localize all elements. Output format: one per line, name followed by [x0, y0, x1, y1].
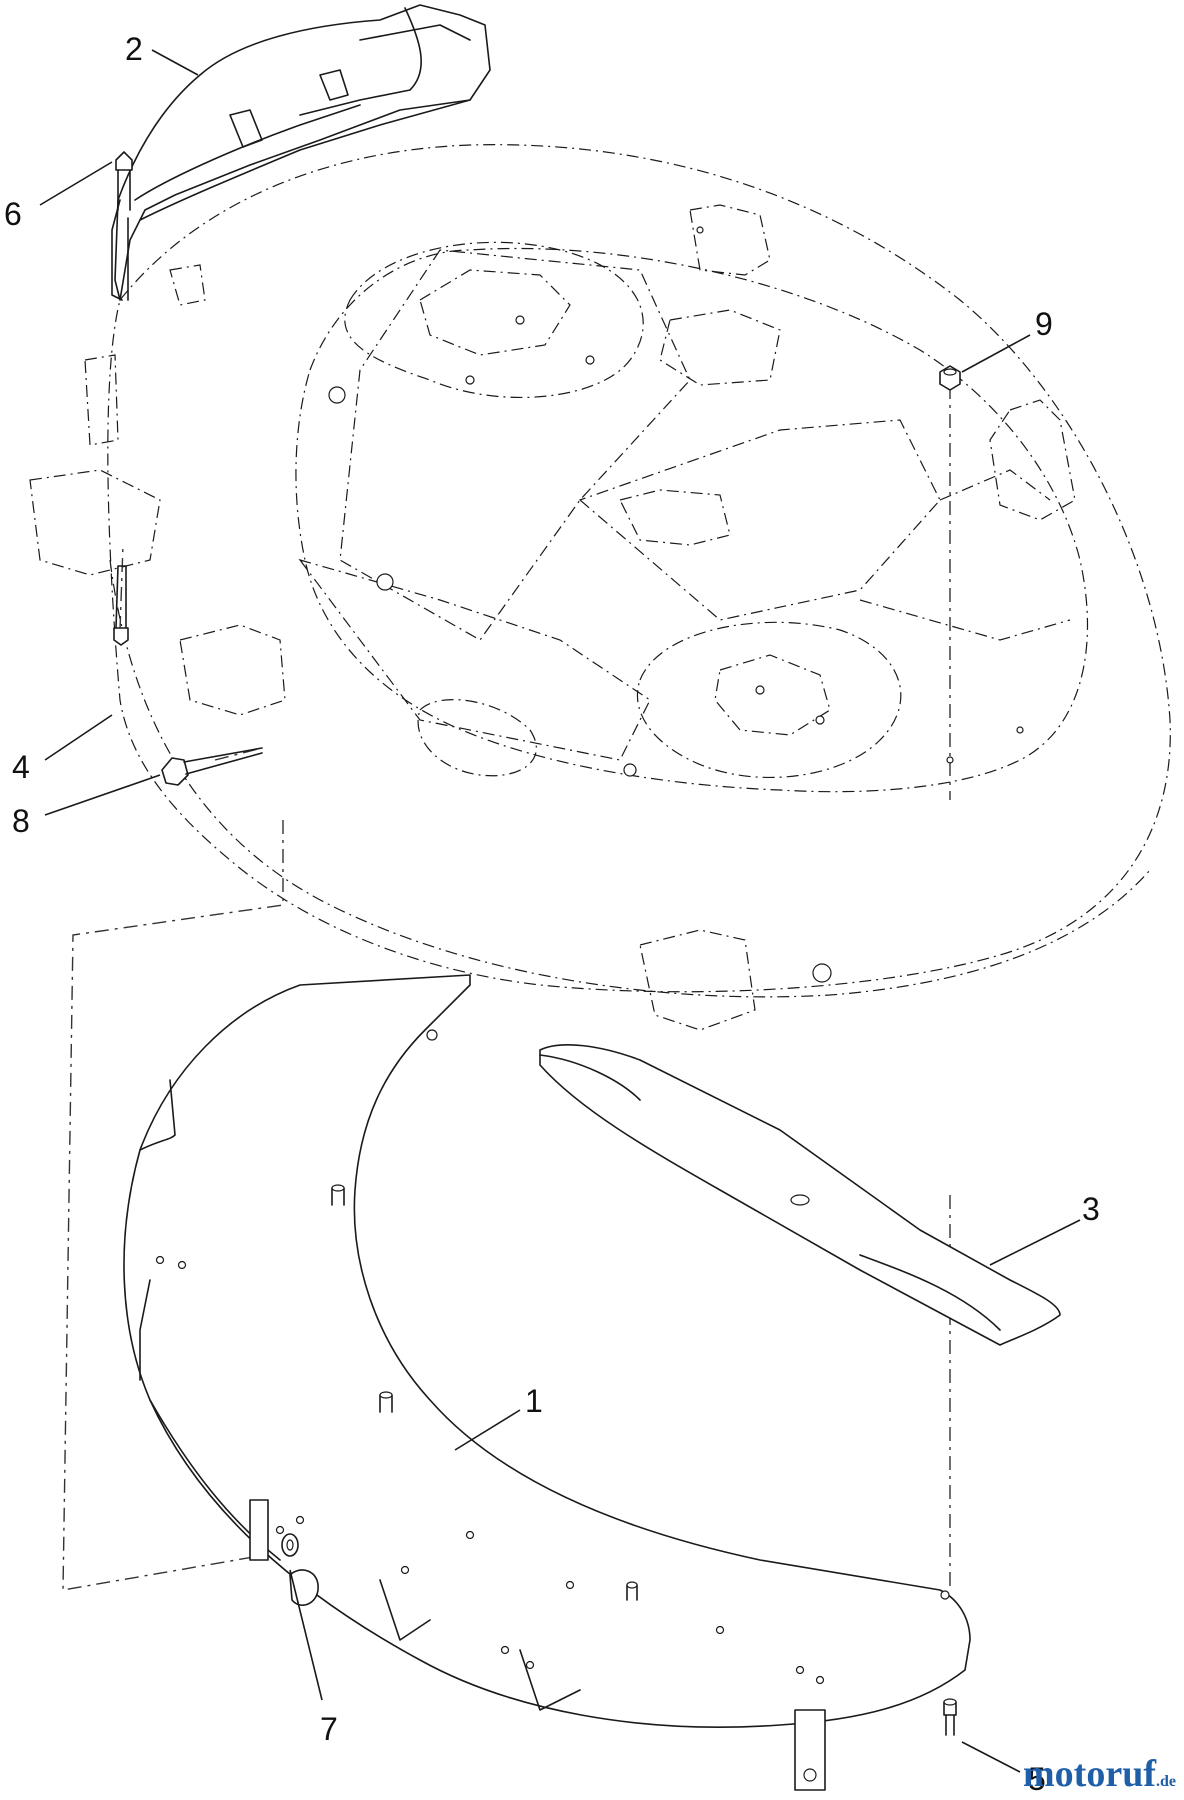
callout-5: 5 — [1028, 1761, 1046, 1797]
callout-9: 9 — [1035, 306, 1053, 342]
leader-9 — [961, 334, 1031, 373]
callout-8: 8 — [12, 803, 30, 839]
leader-6 — [39, 161, 113, 206]
callout-1: 1 — [525, 1383, 543, 1419]
bolt-long — [113, 565, 129, 646]
carriage-bolt — [161, 747, 263, 786]
leader-1 — [454, 1409, 521, 1451]
watermark-text: motoruf — [1023, 1753, 1156, 1795]
leader-lines — [39, 49, 1081, 1773]
watermark-tld: .de — [1156, 1773, 1176, 1790]
leader-4 — [44, 714, 113, 761]
nut — [939, 365, 961, 391]
leader-2 — [151, 49, 199, 76]
blade — [539, 1044, 1061, 1346]
discharge-chute — [111, 4, 491, 301]
leader-5 — [961, 1741, 1021, 1773]
leader-8 — [44, 774, 161, 816]
mower-deck-housing — [29, 144, 1171, 1031]
callout-2: 2 — [125, 31, 143, 67]
leader-7 — [289, 1569, 323, 1701]
callout-4: 4 — [12, 749, 30, 785]
callout-6: 6 — [4, 196, 22, 232]
washer — [281, 1533, 299, 1557]
screw-bottom — [943, 1698, 957, 1736]
callout-7: 7 — [320, 1711, 338, 1747]
leader-3 — [989, 1219, 1081, 1266]
chute-bolt — [115, 151, 133, 211]
callout-numbers: 2 6 9 4 8 3 1 7 5 — [4, 31, 1100, 1797]
motoruf-watermark-logo: motoruf.de — [1023, 1752, 1176, 1796]
callout-3: 3 — [1082, 1191, 1100, 1227]
baffle — [123, 974, 971, 1791]
